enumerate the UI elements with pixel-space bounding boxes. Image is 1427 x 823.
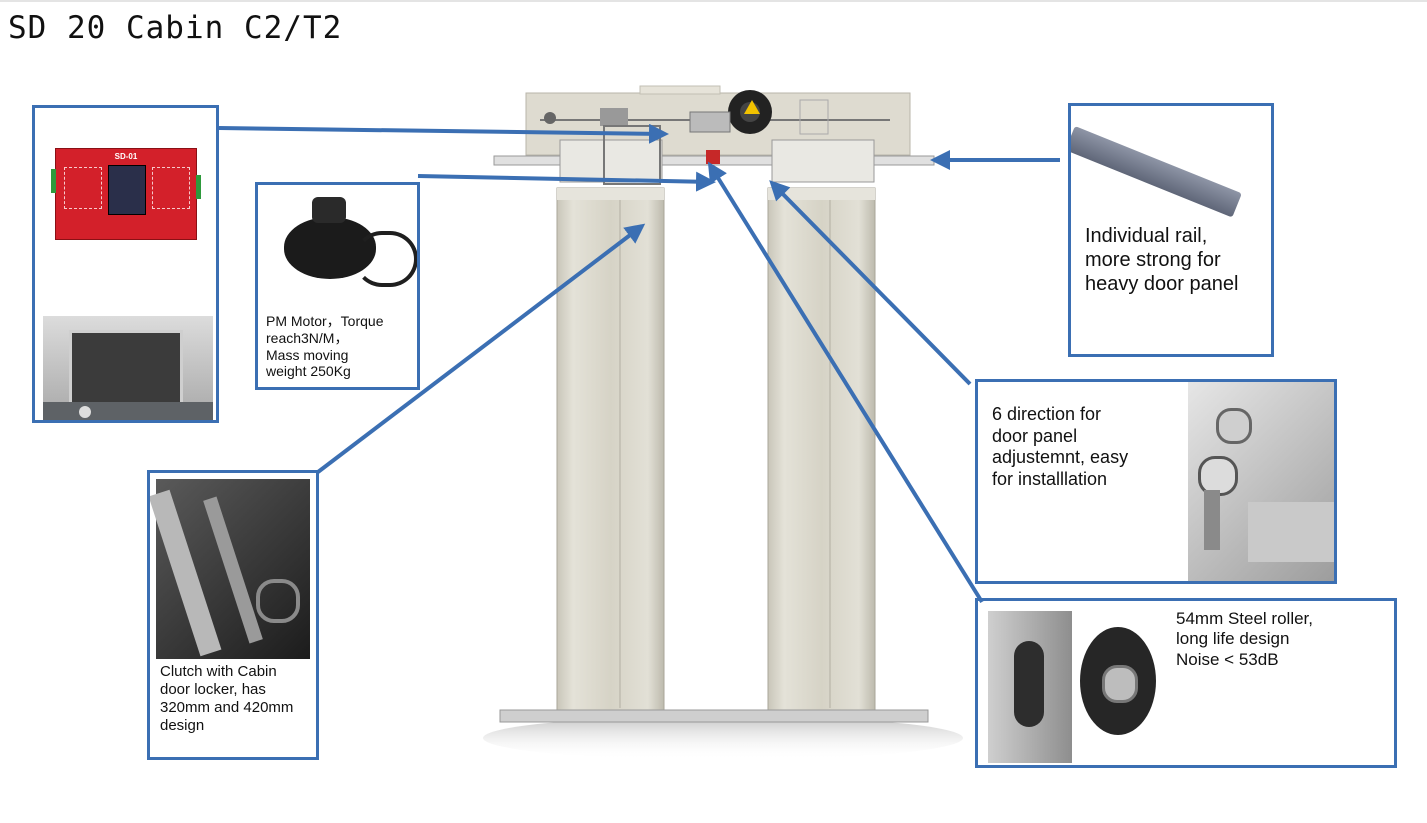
motor-callout: PM Motor，Torque reach3N/M， Mass moving w… <box>255 182 420 390</box>
hanger-left <box>559 139 663 183</box>
steel-roller-image <box>1080 627 1156 735</box>
adjustment-caption-line-3: adjustemnt, easy <box>992 447 1129 468</box>
controller-board-image: SD-01 <box>51 148 201 240</box>
roller-caption-line-2: long life design <box>1176 629 1290 649</box>
motor-caption-line-4: weight 250Kg <box>266 363 351 380</box>
controller-callout: SD-01 <box>32 105 219 423</box>
hanger-right <box>771 139 875 183</box>
adjustment-caption-line-2: door panel <box>992 425 1078 446</box>
roller-caption-line-3: Noise < 53dB <box>1176 649 1279 669</box>
motor-caption-line-3: Mass moving <box>266 346 349 363</box>
clutch-caption: Clutch with Cabin door locker, has 320mm… <box>160 663 293 735</box>
page-title: SD 20 Cabin C2/T2 <box>8 10 343 46</box>
adjustment-caption-line-1: 6 direction for <box>992 404 1102 424</box>
controller-housing-image <box>43 316 213 420</box>
adjustment-caption-line-4: for installlation <box>992 468 1108 489</box>
top-border <box>0 0 1427 2</box>
adjustment-callout: 6 direction for door panel adjustemnt, e… <box>975 379 1337 584</box>
floor-shadow <box>483 716 963 760</box>
clutch-caption-line-3: 320mm and 420mm <box>160 699 294 716</box>
motor-caption-line-2: reach3N/M， <box>266 329 349 346</box>
rail-caption-line-3: heavy door panel <box>1085 273 1239 295</box>
door-sill <box>499 709 929 723</box>
motor-caption: PM Motor，Torque reach3N/M， Mass moving w… <box>266 313 383 380</box>
clutch-image <box>150 479 310 659</box>
clutch-caption-line-1: Clutch with Cabin <box>160 663 277 680</box>
adjustment-caption: 6 direction for door panel adjustemnt, e… <box>992 404 1128 490</box>
adjustment-image <box>1188 382 1334 581</box>
clutch-callout: Clutch with Cabin door locker, has 320mm… <box>147 470 319 760</box>
board-keypad <box>108 165 146 215</box>
pm-motor-image <box>264 191 417 299</box>
clutch-caption-line-4: design <box>160 717 205 734</box>
rail-callout: Individual rail, more strong for heavy d… <box>1068 103 1274 357</box>
roller-bracket-image <box>988 611 1072 763</box>
rail-caption-line-2: more strong for <box>1085 249 1221 271</box>
motor-caption-line-1: PM Motor，Torque <box>266 313 384 329</box>
clutch-caption-line-2: door locker, has <box>160 681 266 698</box>
roller-caption: 54mm Steel roller, long life design Nois… <box>1176 609 1313 670</box>
roller-caption-line-1: 54mm Steel roller, <box>1176 609 1313 628</box>
board-label: SD-01 <box>114 152 138 161</box>
roller-callout: 54mm Steel roller, long life design Nois… <box>975 598 1397 768</box>
rail-caption-line-1: Individual rail, <box>1085 225 1208 247</box>
rail-image <box>1071 126 1242 218</box>
door-panel-right <box>767 187 876 719</box>
rail-caption: Individual rail, more strong for heavy d… <box>1085 224 1238 296</box>
door-panel-left <box>556 187 665 719</box>
